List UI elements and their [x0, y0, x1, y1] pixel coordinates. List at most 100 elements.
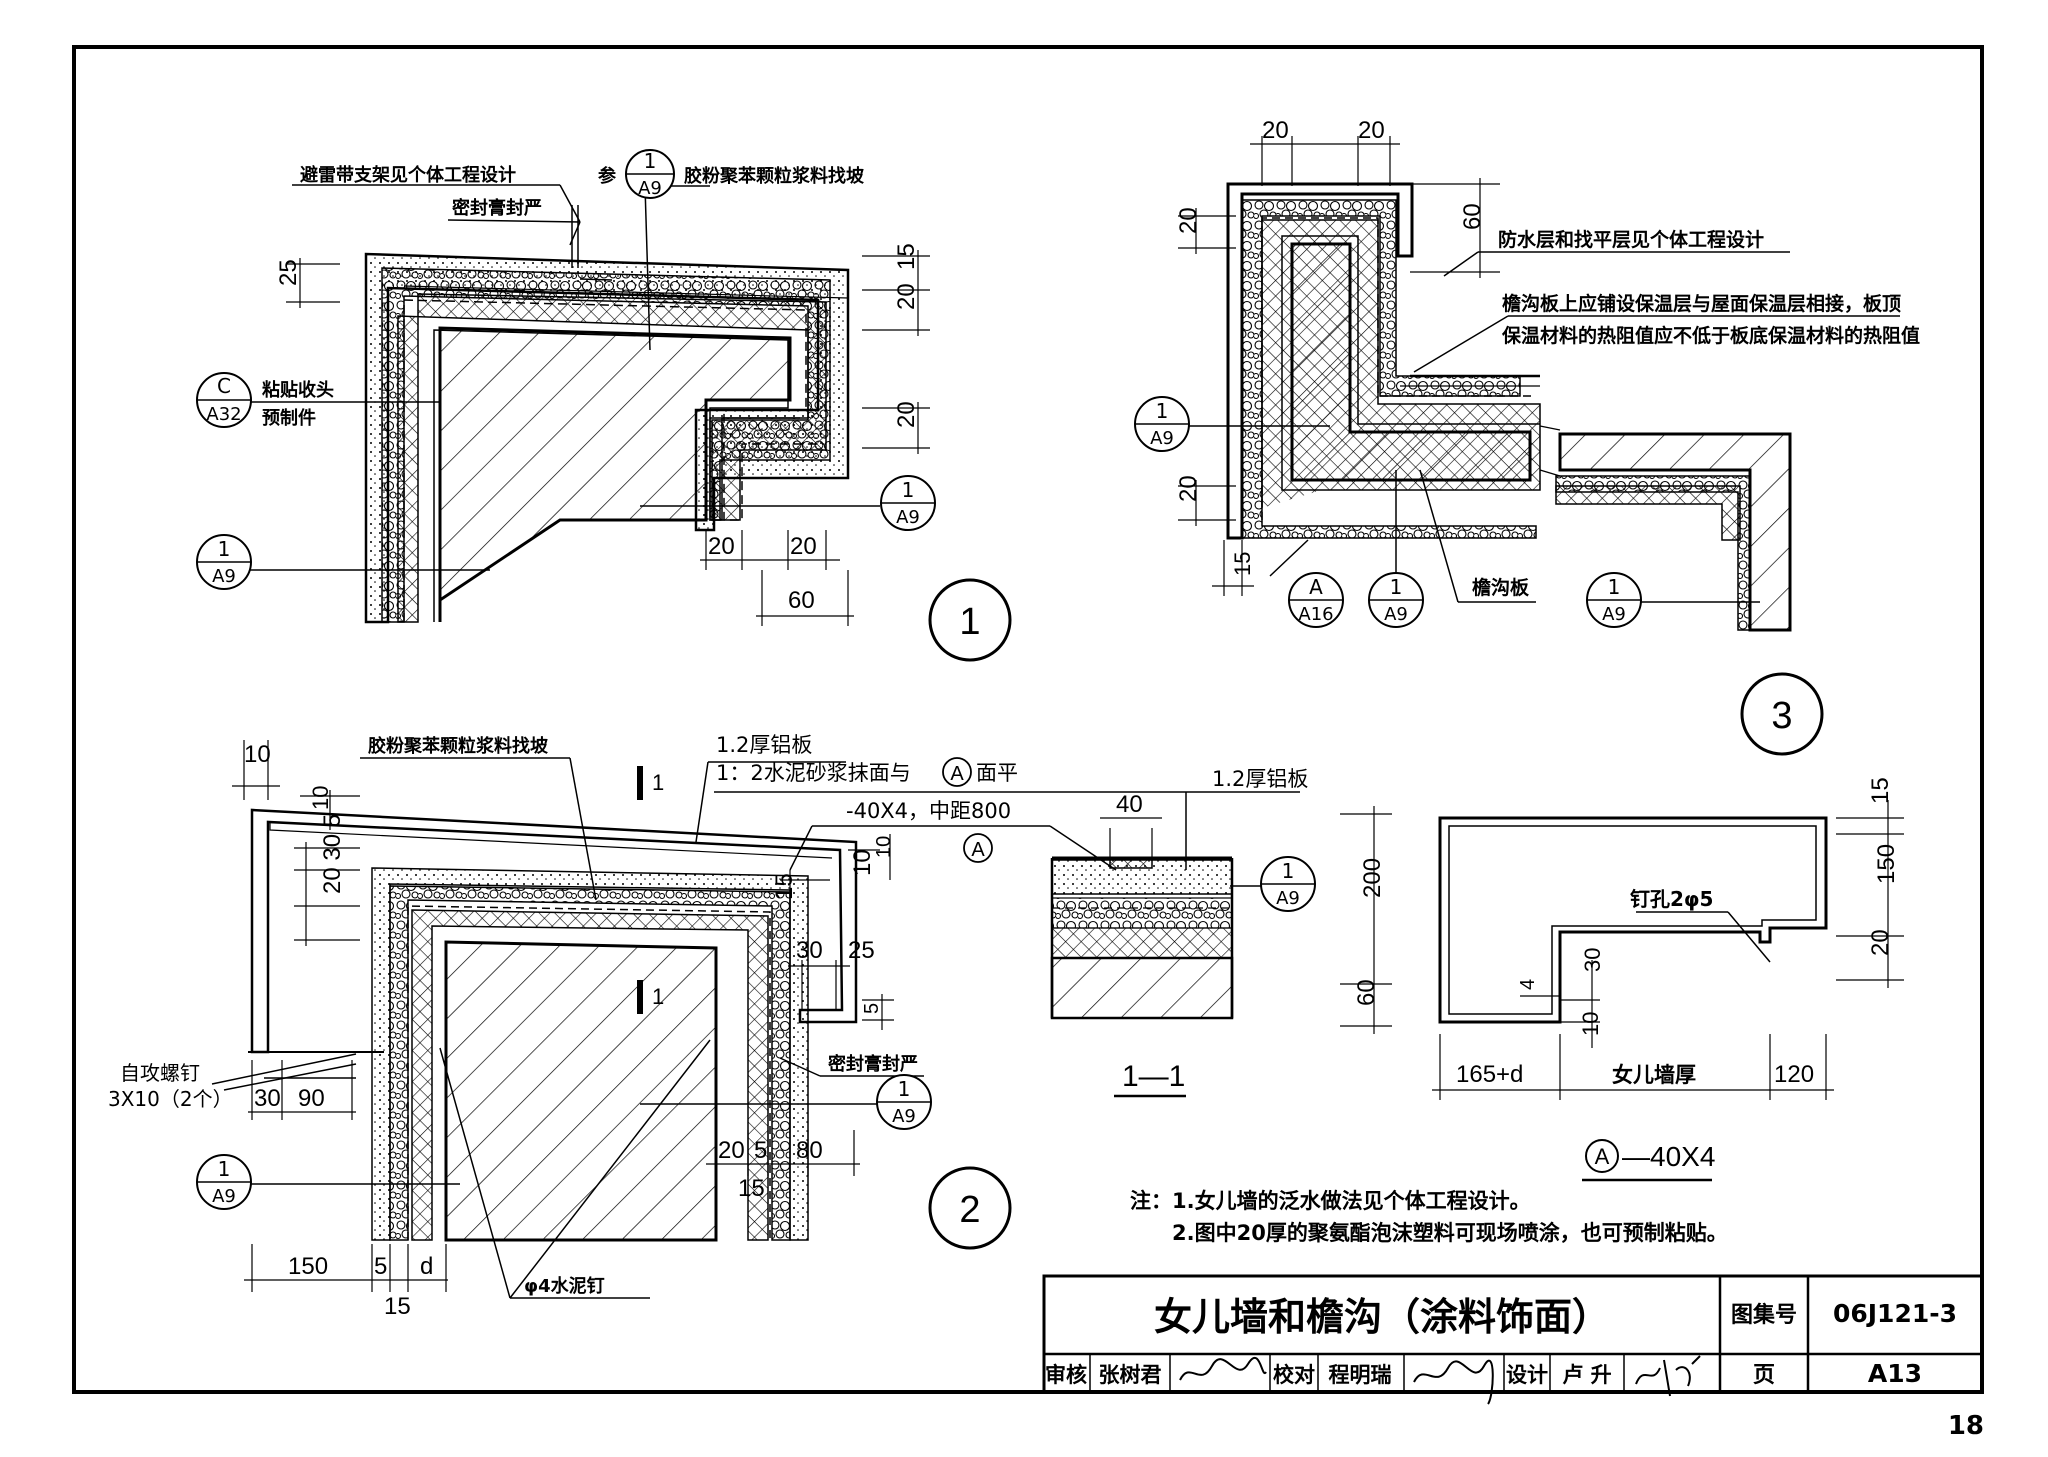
detail-1-ref-c[interactable]: C A32 [196, 372, 252, 428]
detail-2-dims: 10 10 20 30 5 15 10 10 30 25 5 [232, 740, 895, 1320]
label-mortar: 1：2水泥砂浆抹面与 [716, 761, 911, 785]
dim-15a: 15 [771, 873, 798, 900]
svg-text:A: A [1309, 575, 1323, 599]
review-name: 张树君 [1099, 1363, 1162, 1387]
detail-1-leaders [224, 184, 880, 571]
dim-5c: 5 [374, 1253, 387, 1280]
dim-d: d [420, 1253, 433, 1280]
dim-10d: 10 [873, 836, 895, 858]
section-label: 1—1 [1122, 1060, 1185, 1093]
label-ref-prefix: 参 [598, 165, 617, 187]
dim-10: 10 [1578, 1012, 1603, 1036]
atlas-label: 图集号 [1731, 1302, 1797, 1328]
detail-2-section-marks: 1 1 [637, 766, 664, 1014]
label-flat-bar: -40X4，中距800 [846, 799, 1011, 823]
svg-text:1: 1 [1608, 575, 1621, 599]
ref-sheet: A9 [638, 178, 662, 199]
dim-15b: 15 [738, 1175, 765, 1202]
title-text: 女儿墙和檐沟（涂料饰面） [1154, 1295, 1610, 1339]
detail-2-ref-a[interactable]: A [963, 833, 993, 863]
dim-200: 200 [1359, 858, 1386, 898]
dim-15: 15 [893, 243, 920, 270]
detail-1-ref-left[interactable]: 1 A9 [196, 534, 252, 590]
label-paste-1: 粘贴收头 [262, 379, 334, 401]
dim-150: 150 [1873, 844, 1900, 884]
ref-sheet: A32 [206, 404, 241, 425]
section-1-1: 40 1 A9 1.2厚铝板 200 60 1—1 [1050, 767, 1392, 1098]
dim-5b: 5 [754, 1137, 767, 1164]
detail-a-label[interactable]: A —40X4 [1582, 1139, 1715, 1182]
label-gutter: 檐沟板 [1472, 576, 1530, 599]
dim-20-30-5: 20 30 5 [319, 814, 346, 894]
detail-3-dims: 20 20 20 60 20 15 [1175, 117, 1500, 596]
dim-20b: 20 [893, 401, 920, 428]
check-signature [1413, 1359, 1494, 1405]
svg-text:A9: A9 [1150, 428, 1174, 449]
detail-3-ref-right[interactable]: 1 A9 [1586, 572, 1642, 628]
detail-1: 1 A9 C A32 1 A9 1 A9 避雷带支架见个体工程设计 密封膏封严 … [196, 149, 1012, 662]
svg-text:—40X4: —40X4 [1622, 1141, 1715, 1172]
dim-165-d: 165+d [1456, 1061, 1523, 1088]
notes: 注： 1.女儿墙的泛水做法见个体工程设计。 2.图中20厚的聚氨酯泡沫塑料可现场… [1130, 1189, 1728, 1245]
svg-text:A: A [950, 763, 964, 785]
detail-2: 1 1 A [108, 733, 1187, 1320]
ref-number: 1 [902, 478, 915, 502]
ref-number: 1 [218, 537, 231, 561]
dim-10a: 10 [244, 741, 271, 768]
dim-20c: 20 [708, 533, 735, 560]
sheet-border [72, 45, 1984, 1394]
detail-3-ref-a16[interactable]: A A16 [1288, 572, 1344, 628]
svg-text:A: A [971, 839, 985, 861]
dim-wall-thickness: 女儿墙厚 [1612, 1063, 1696, 1087]
svg-text:1: 1 [652, 770, 664, 795]
dim-15: 15 [1230, 552, 1255, 576]
page-number: 18 [1948, 1411, 1984, 1441]
dim-15c: 15 [384, 1293, 411, 1320]
detail-3-layers [1226, 182, 1792, 632]
label-mortar-ref: A [942, 757, 972, 787]
detail-3-number[interactable]: 3 [1740, 672, 1824, 756]
svg-text:1: 1 [1282, 859, 1295, 883]
detail-1-ref-top[interactable]: 1 A9 [625, 149, 675, 199]
dim-5a: 5 [861, 1003, 883, 1014]
svg-text:A: A [1595, 1144, 1610, 1169]
note-1: 1.女儿墙的泛水做法见个体工程设计。 [1172, 1189, 1531, 1213]
detail-1-ref-right[interactable]: 1 A9 [880, 475, 936, 531]
svg-text:3: 3 [1771, 695, 1792, 737]
dim-60: 60 [1353, 979, 1380, 1006]
dim-10c: 10 [849, 849, 876, 876]
detail-3-leaders [1168, 251, 1900, 603]
dim-80: 80 [796, 1137, 823, 1164]
review-label: 审核 [1045, 1363, 1087, 1387]
dim-15: 15 [1867, 777, 1894, 804]
detail-1-number[interactable]: 1 [928, 578, 1012, 662]
note-2: 2.图中20厚的聚氨酯泡沫塑料可现场喷涂，也可预制粘贴。 [1172, 1221, 1728, 1245]
detail-2-number[interactable]: 2 [928, 1166, 1012, 1250]
dim-60: 60 [1459, 203, 1486, 230]
dim-30a: 30 [796, 937, 823, 964]
detail-3: 1 A9 A A16 1 A9 1 A9 防水层和找平层见个体工程设计 檐沟板上… [1134, 117, 1920, 756]
dim-20a: 20 [893, 283, 920, 310]
svg-text:1: 1 [218, 1157, 231, 1181]
dim-20b: 20 [1358, 117, 1385, 144]
detail-1-dims: 25 15 20 20 20 20 60 [275, 243, 930, 626]
label-slope: 胶粉聚苯颗粒浆料找坡 [684, 165, 865, 187]
dim-60: 60 [788, 587, 815, 614]
label-screw-2: 3X10（2个） [108, 1087, 233, 1111]
dim-20: 20 [1867, 929, 1894, 956]
detail-3-ref-mid[interactable]: 1 A9 [1368, 572, 1424, 628]
detail-3-ref-left[interactable]: 1 A9 [1134, 396, 1190, 452]
detail-2-ref-left[interactable]: 1 A9 [196, 1154, 252, 1210]
label-paste-2: 预制件 [262, 407, 316, 429]
check-label: 校对 [1273, 1363, 1315, 1387]
dim-40: 40 [1116, 791, 1143, 818]
ref-letter: C [217, 374, 231, 398]
svg-text:1: 1 [898, 1077, 911, 1101]
atlas-value: 06J121-3 [1833, 1299, 1957, 1328]
dim-150: 150 [288, 1253, 328, 1280]
dim-25: 25 [275, 259, 302, 286]
section-1-1-ref[interactable]: 1 A9 [1260, 856, 1316, 912]
svg-text:A9: A9 [1276, 888, 1300, 909]
ref-sheet: A9 [212, 566, 236, 587]
detail-2-ref-right[interactable]: 1 A9 [876, 1074, 932, 1130]
